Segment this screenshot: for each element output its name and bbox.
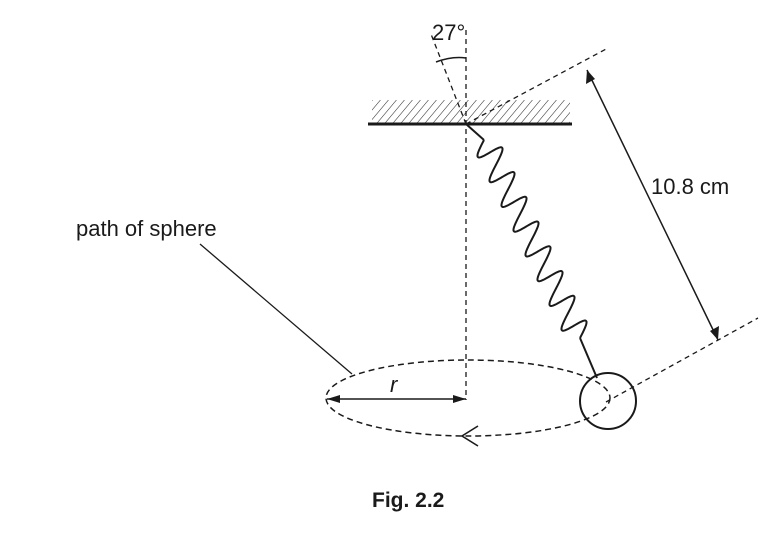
- length-dimension-arrow: [586, 69, 719, 341]
- radius-arrow: [327, 395, 466, 403]
- path-label: path of sphere: [76, 216, 217, 241]
- sphere-path-ellipse: [325, 359, 611, 437]
- spring: [465, 123, 598, 379]
- path-leader-line: [199, 243, 353, 375]
- sphere: [579, 372, 637, 430]
- length-label: 10.8 cm: [651, 174, 729, 199]
- ceiling-support: [368, 100, 572, 126]
- direction-arrow: [460, 425, 479, 447]
- length-extension-bottom: [605, 317, 759, 403]
- angle-label: 27°: [432, 20, 465, 45]
- ceiling-hatching: [372, 100, 570, 124]
- angle-arc: [435, 56, 467, 63]
- spring-axis-extension: [430, 33, 467, 125]
- figure-caption: Fig. 2.2: [372, 489, 444, 512]
- radius-label: r: [390, 372, 399, 397]
